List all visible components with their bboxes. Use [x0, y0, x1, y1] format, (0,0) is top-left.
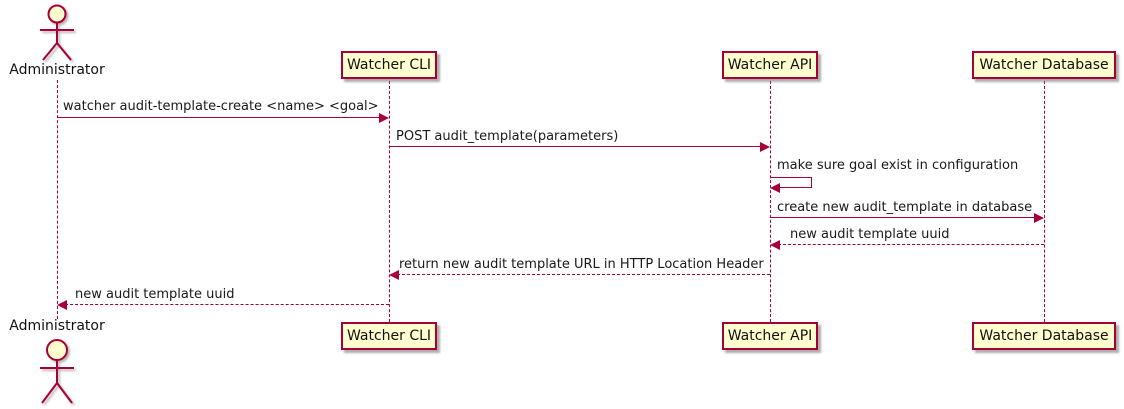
message-label-return-url: return new audit template URL in HTTP Lo… — [399, 257, 764, 272]
participant-watcher-api-bottom: Watcher API — [722, 322, 818, 350]
participant-watcher-cli-bottom: Watcher CLI — [341, 322, 437, 350]
message-label-new-uuid-db: new audit template uuid — [790, 227, 950, 242]
lifeline-watcher-database — [1044, 81, 1045, 322]
message-line-return-url — [397, 274, 770, 275]
arrowhead-left-icon — [770, 183, 780, 193]
message-line-audit-template-create — [57, 117, 381, 118]
lifeline-watcher-cli — [389, 81, 390, 322]
lifeline-watcher-api — [770, 81, 771, 322]
participant-watcher-cli-top: Watcher CLI — [341, 51, 437, 79]
message-line-create-audit-template — [770, 217, 1036, 218]
message-label-make-sure-goal: make sure goal exist in configuration — [777, 158, 1019, 173]
message-label-create-audit-template: create new audit_template in database — [777, 200, 1033, 215]
message-label-new-uuid-cli: new audit template uuid — [75, 287, 235, 302]
message-line-post-audit-template — [389, 146, 762, 147]
arrowhead-right-icon — [1034, 213, 1044, 223]
message-line-new-uuid-db — [778, 244, 1044, 245]
participant-watcher-database-bottom: Watcher Database — [972, 322, 1116, 350]
self-message-right-line — [811, 177, 812, 188]
message-label-post-audit-template: POST audit_template(parameters) — [396, 129, 619, 144]
arrowhead-left-icon — [770, 240, 780, 250]
lifeline-administrator — [57, 80, 58, 319]
arrowhead-left-icon — [57, 300, 67, 310]
arrowhead-right-icon — [379, 113, 389, 123]
actor-icon-bottom — [40, 339, 74, 404]
actor-icon-top — [40, 4, 74, 61]
actor-label-top: Administrator — [9, 62, 105, 78]
participant-watcher-database-top: Watcher Database — [972, 51, 1116, 79]
message-label-audit-template-create: watcher audit-template-create <name> <go… — [63, 99, 379, 114]
self-message-top-line — [770, 177, 812, 178]
actor-label-bottom: Administrator — [9, 318, 105, 334]
self-message-bottom-line — [779, 187, 812, 188]
participant-watcher-api-top: Watcher API — [722, 51, 818, 79]
arrowhead-right-icon — [760, 142, 770, 152]
arrowhead-left-icon — [389, 270, 399, 280]
message-line-new-uuid-cli — [65, 304, 389, 305]
